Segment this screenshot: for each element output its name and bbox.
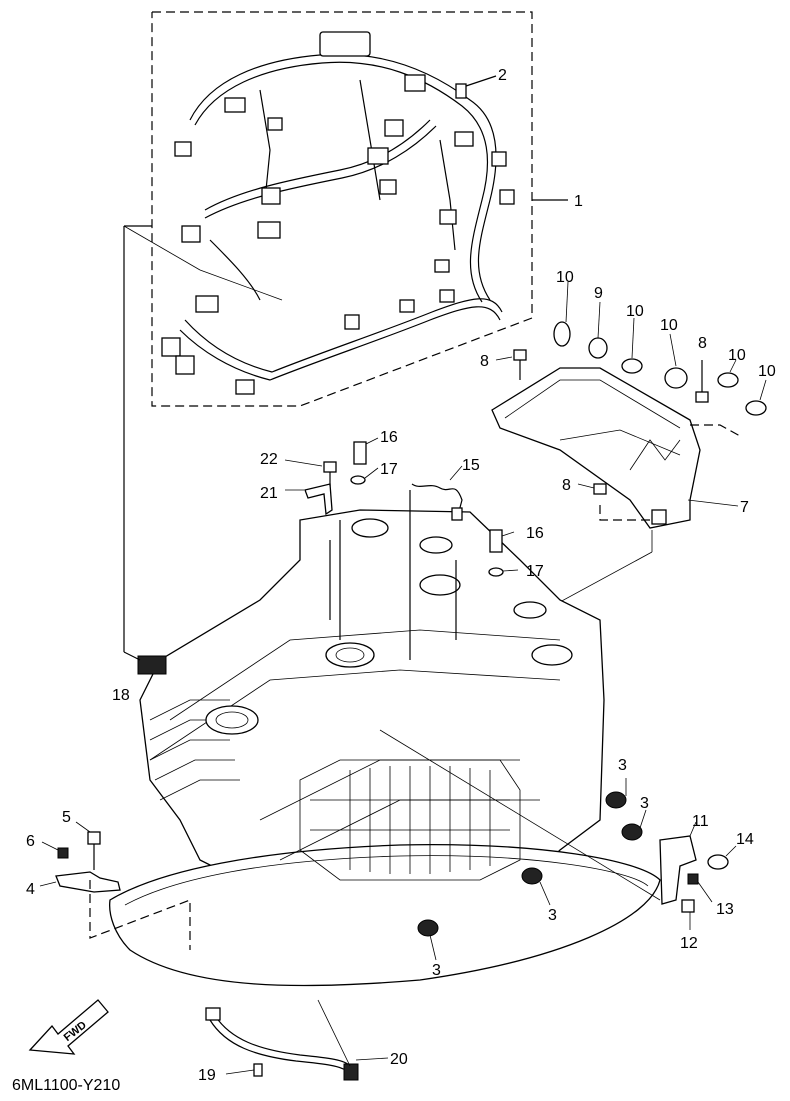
callout-10: 10 bbox=[626, 303, 644, 320]
callout-20: 20 bbox=[390, 1051, 408, 1068]
sensor-part-2 bbox=[455, 75, 497, 99]
callout-1: 1 bbox=[574, 193, 583, 210]
grommet-part-3c bbox=[521, 867, 551, 906]
clamp-part-14 bbox=[707, 845, 737, 870]
callout-10: 10 bbox=[758, 363, 776, 380]
washer-part-17-lower bbox=[488, 567, 519, 577]
bracket-part-11 bbox=[659, 821, 697, 905]
fwd-arrow-icon: FWD bbox=[28, 999, 109, 1055]
callout-11: 11 bbox=[692, 813, 709, 830]
callout-21: 21 bbox=[260, 485, 278, 502]
callout-15: 15 bbox=[462, 457, 480, 474]
callout-labels: 1 2 3 3 3 3 4 5 6 7 8 8 8 9 10 10 10 10 … bbox=[26, 67, 776, 1084]
callout-10: 10 bbox=[556, 269, 574, 286]
cover-bracket-group bbox=[489, 281, 767, 641]
callout-19: 19 bbox=[198, 1067, 216, 1084]
nut-part-13 bbox=[687, 873, 713, 903]
engine-block bbox=[109, 490, 661, 987]
callout-16: 16 bbox=[380, 429, 398, 446]
bolt-part-5 bbox=[75, 821, 101, 870]
callout-16: 16 bbox=[526, 525, 544, 542]
sensor-part-15 bbox=[411, 465, 463, 521]
bracket-part-4 bbox=[39, 871, 121, 893]
washer-part-17-upper bbox=[350, 467, 379, 485]
callout-14: 14 bbox=[736, 831, 754, 848]
clamp-part-10c bbox=[664, 367, 688, 389]
callout-10: 10 bbox=[728, 347, 746, 364]
clamp-part-10b bbox=[621, 358, 643, 374]
bolt-part-8a bbox=[513, 349, 527, 380]
callout-22: 22 bbox=[260, 451, 278, 468]
bracket-part-21 bbox=[285, 483, 333, 516]
clip-part-6 bbox=[41, 841, 69, 859]
bolt-part-22 bbox=[284, 459, 337, 486]
callout-9: 9 bbox=[594, 285, 603, 302]
callout-2: 2 bbox=[498, 67, 507, 84]
callout-8: 8 bbox=[698, 335, 707, 352]
cover-part-7 bbox=[491, 367, 701, 529]
clamp-part-10a bbox=[553, 321, 571, 347]
callout-12: 12 bbox=[680, 935, 698, 952]
clip-part-19 bbox=[225, 1063, 263, 1077]
clamp-part-10d bbox=[717, 372, 739, 388]
callout-6: 6 bbox=[26, 833, 35, 850]
callout-8: 8 bbox=[562, 477, 571, 494]
sensor-part-18 bbox=[123, 225, 283, 675]
drawing-code: 6ML1100-Y210 bbox=[12, 1077, 120, 1094]
sensor-part-16-lower bbox=[489, 529, 515, 553]
grommet-part-3d bbox=[417, 919, 439, 961]
sensor-part-16-upper bbox=[353, 437, 379, 465]
callout-17: 17 bbox=[526, 563, 544, 580]
callout-17: 17 bbox=[380, 461, 398, 478]
bolt-part-12 bbox=[681, 899, 695, 930]
callout-3: 3 bbox=[432, 962, 441, 979]
harness-dashed-outline bbox=[151, 11, 533, 407]
harness-connectors bbox=[161, 31, 515, 395]
wire-harness-group bbox=[151, 11, 568, 407]
callout-5: 5 bbox=[62, 809, 71, 826]
callout-3: 3 bbox=[548, 907, 557, 924]
sensor-part-20 bbox=[205, 999, 389, 1081]
callout-3: 3 bbox=[618, 757, 627, 774]
callout-3: 3 bbox=[640, 795, 649, 812]
callout-18: 18 bbox=[112, 687, 130, 704]
clamp-part-10e bbox=[745, 400, 767, 416]
callout-13: 13 bbox=[716, 901, 734, 918]
grommet-part-3a bbox=[605, 778, 627, 809]
engine-base-plate bbox=[109, 844, 661, 987]
callout-10: 10 bbox=[660, 317, 678, 334]
callout-8: 8 bbox=[480, 353, 489, 370]
clamp-part-9 bbox=[588, 337, 608, 359]
bolt-part-8c bbox=[593, 483, 607, 495]
grommet-part-3b bbox=[621, 809, 647, 841]
bolt-part-8b bbox=[695, 360, 709, 403]
callout-7: 7 bbox=[740, 499, 749, 516]
callout-4: 4 bbox=[26, 881, 35, 898]
